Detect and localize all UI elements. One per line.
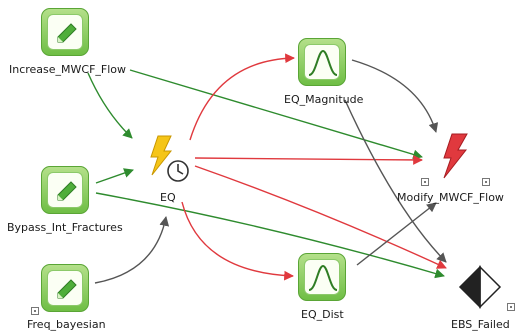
node-eq[interactable] xyxy=(145,133,191,183)
node-ebs-failed[interactable] xyxy=(458,265,502,309)
decision-tile xyxy=(41,166,89,214)
edge-eq_mag-to-ebs xyxy=(344,99,447,263)
edge-increase-to-eq xyxy=(87,72,133,139)
edge-increase-to-modify xyxy=(129,69,423,160)
bell-curve-icon xyxy=(308,264,338,291)
node-label: EQ xyxy=(160,191,176,204)
node-label: Bypass_Int_Fractures xyxy=(7,221,123,234)
node-marker-icon xyxy=(421,178,429,186)
edge-eq-to-eq_mag xyxy=(189,53,295,141)
pencil-icon xyxy=(57,279,77,299)
pencil-icon xyxy=(57,181,77,201)
edge-freq-to-eq xyxy=(94,216,170,284)
node-label: Modify_MWCF_Flow xyxy=(397,191,504,204)
lightning-clock-icon xyxy=(150,135,189,182)
edge-bypass-to-eq xyxy=(95,168,134,184)
bell-curve-icon xyxy=(308,49,338,76)
node-marker-icon xyxy=(507,303,515,311)
node-bypass-int-fractures[interactable] xyxy=(41,166,89,214)
node-eq-dist[interactable] xyxy=(298,253,346,301)
edge-eq-to-ebs xyxy=(194,165,447,269)
pencil-icon xyxy=(57,23,77,43)
distribution-tile xyxy=(298,38,346,86)
node-modify-mwcf-flow[interactable] xyxy=(440,131,470,181)
node-increase-mwcf-flow[interactable] xyxy=(41,8,89,56)
edge-bypass-to-ebs xyxy=(95,192,445,279)
node-marker-icon xyxy=(482,178,490,186)
node-marker-icon xyxy=(31,307,39,315)
node-eq-magnitude[interactable] xyxy=(298,38,346,86)
decision-tile xyxy=(41,8,89,56)
node-freq-bayesian[interactable] xyxy=(41,264,89,312)
distribution-tile xyxy=(298,253,346,301)
node-label: EQ_Dist xyxy=(301,308,344,321)
node-label: EBS_Failed xyxy=(451,318,510,331)
edge-eq-to-modify xyxy=(194,155,423,165)
node-label: EQ_Magnitude xyxy=(284,93,364,106)
edge-eq_dist-to-modify xyxy=(356,202,437,266)
lightning-icon xyxy=(443,133,468,179)
node-label: Increase_MWCF_Flow xyxy=(9,63,127,76)
node-label: Freq_bayesian xyxy=(27,318,106,331)
edge-eq-to-eq_dist xyxy=(181,201,294,281)
half-diamond-icon xyxy=(458,265,502,309)
edge-eq_mag-to-modify xyxy=(351,59,439,133)
decision-tile xyxy=(41,264,89,312)
